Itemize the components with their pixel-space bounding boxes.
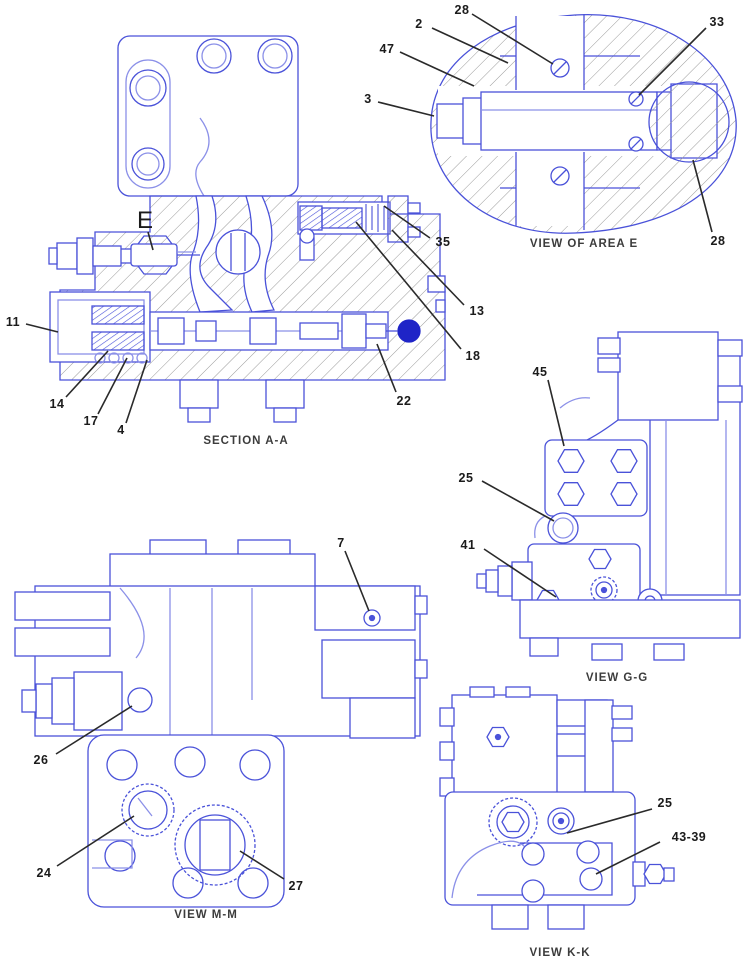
callout-27: 27 xyxy=(288,879,304,893)
callout-13: 13 xyxy=(469,304,485,318)
caption-view-of-area-e: VIEW OF AREA E xyxy=(529,238,639,250)
leader-e xyxy=(147,231,154,251)
leader-26 xyxy=(55,705,133,755)
callout-2: 2 xyxy=(415,17,423,31)
leader-33 xyxy=(638,27,707,96)
callout-35: 35 xyxy=(435,235,451,249)
caption-view-mm: VIEW M-M xyxy=(174,909,238,921)
leader-3 xyxy=(377,101,435,117)
leader-25-gg xyxy=(481,480,555,522)
leader-4 xyxy=(125,359,148,424)
leader-43-39 xyxy=(595,841,661,875)
leader-41 xyxy=(483,548,557,598)
callout-26: 26 xyxy=(33,753,49,767)
callout-41: 41 xyxy=(460,538,476,552)
leader-24 xyxy=(56,815,135,867)
leader-27 xyxy=(239,850,285,880)
leader-11 xyxy=(25,323,59,333)
callout-25-gg: 25 xyxy=(458,471,474,485)
view-mm-drawing xyxy=(14,539,428,908)
callout-4: 4 xyxy=(117,423,125,437)
callout-28-bottom: 28 xyxy=(710,234,726,248)
callout-25-kk: 25 xyxy=(657,796,673,810)
callout-18: 18 xyxy=(465,349,481,363)
callout-24: 24 xyxy=(36,866,52,880)
callout-47: 47 xyxy=(379,42,395,56)
leader-35 xyxy=(383,205,431,239)
callout-leaders xyxy=(25,13,713,880)
leader-28-bottom xyxy=(692,159,713,233)
area-e-drawing xyxy=(430,14,737,234)
callout-14: 14 xyxy=(49,397,65,411)
leader-7 xyxy=(344,550,370,612)
leader-45 xyxy=(547,379,565,447)
callout-22: 22 xyxy=(396,394,412,408)
leader-18 xyxy=(355,221,462,350)
leader-17 xyxy=(97,357,128,415)
caption-view-kk: VIEW K-K xyxy=(529,947,591,959)
callout-28-top: 28 xyxy=(454,3,470,17)
callout-11: 11 xyxy=(5,315,21,329)
view-gg-drawing xyxy=(476,331,743,661)
leader-14 xyxy=(65,350,109,398)
caption-view-gg: VIEW G-G xyxy=(585,672,649,684)
callout-7: 7 xyxy=(337,536,345,550)
leader-2 xyxy=(431,27,509,64)
leader-47 xyxy=(399,51,475,87)
leader-25-kk xyxy=(566,808,653,834)
area-label-e: E xyxy=(136,207,154,234)
leader-13 xyxy=(391,229,465,306)
leader-22 xyxy=(376,343,397,393)
caption-section-aa: SECTION A-A xyxy=(203,435,289,447)
leader-28-top xyxy=(471,13,554,65)
callout-3: 3 xyxy=(364,92,372,106)
callout-17: 17 xyxy=(83,414,99,428)
section-aa-drawing xyxy=(48,35,446,423)
callout-33: 33 xyxy=(709,15,725,29)
view-kk-drawing xyxy=(439,686,675,930)
callout-45: 45 xyxy=(532,365,548,379)
callout-43-39: 43-39 xyxy=(671,830,707,844)
